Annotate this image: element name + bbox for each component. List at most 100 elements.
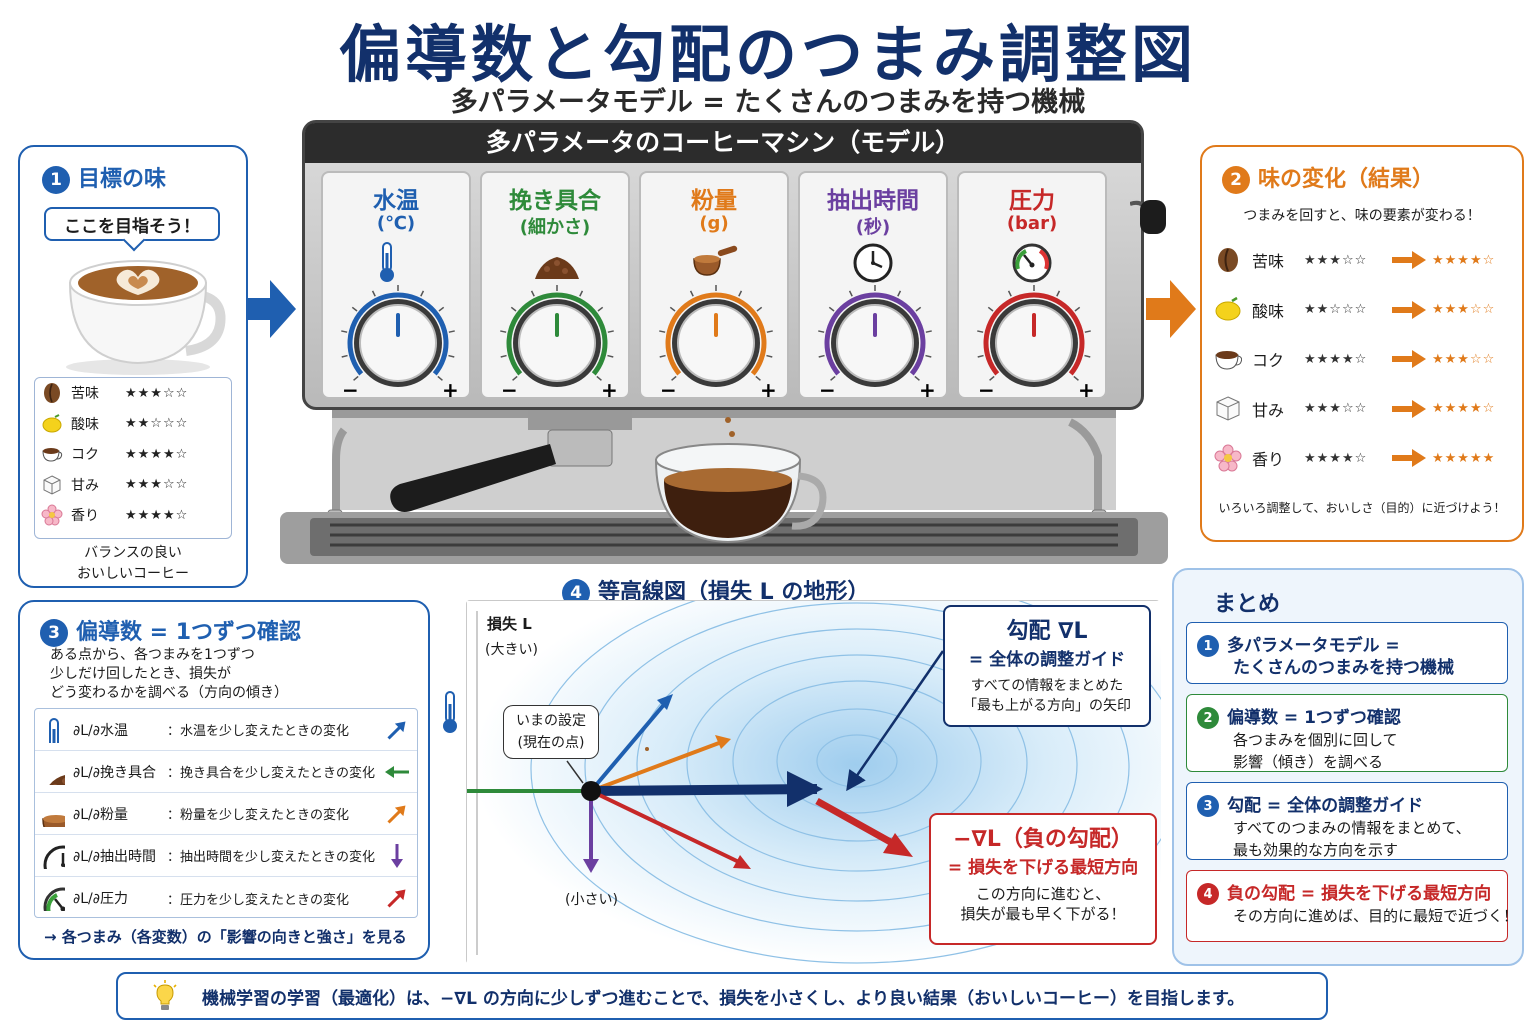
thermometer-icon <box>380 242 394 282</box>
list-item: コク ★★★★☆ <box>35 439 231 470</box>
list-item: ∂L/∂水温：水温を少し変えたときの変化 <box>35 709 417 758</box>
cup-icon <box>1215 351 1243 370</box>
list-item: コク★★★★☆★★★☆☆ <box>1214 344 1495 374</box>
list-item: 酸味★★☆☆☆★★★☆☆ <box>1214 295 1495 325</box>
plus-label: + <box>442 378 459 401</box>
partial-derivative-list: ∂L/∂水温：水温を少し変えたときの変化∂L/∂挽き具合：挽き具合を少し変えたと… <box>34 708 418 927</box>
knob-unit: (bar) <box>1006 213 1058 234</box>
list-item: 香り ★★★★☆ <box>35 500 231 531</box>
clock-icon <box>853 243 893 283</box>
list-item: 酸味 ★★☆☆☆ <box>35 409 231 440</box>
axis-top-label: 損失 L <box>487 615 532 633</box>
scoop-icon <box>693 245 738 276</box>
target-taste-note: バランスの良い おいしいコーヒー <box>77 545 189 582</box>
step-number: 1 <box>1197 635 1219 657</box>
minus-label: − <box>660 378 677 401</box>
arrow-right-icon <box>1392 449 1426 467</box>
machine-base <box>280 410 1168 564</box>
direction-arrow-icon <box>387 721 406 740</box>
list-item: ∂L/∂粉量：粉量を少し変えたときの変化 <box>35 793 417 836</box>
list-item: 苦味★★★☆☆★★★★☆ <box>1214 245 1495 275</box>
knob-unit: (℃) <box>376 213 416 234</box>
coffee-grounds-icon <box>535 257 579 279</box>
current-point-callout: いまの設定 (現在の点) <box>503 705 599 759</box>
lemon-icon <box>1215 296 1241 320</box>
step-number-2: 2 <box>1222 166 1250 194</box>
minus-label: − <box>501 378 518 401</box>
sugar-cube-icon <box>1216 395 1240 421</box>
plus-label: + <box>919 378 936 401</box>
dial-knob[interactable]: −+ <box>332 281 464 401</box>
direction-arrow-icon <box>391 844 403 868</box>
direction-arrow-icon <box>385 766 409 778</box>
page-subtitle: 多パラメータモデル = たくさんのつまみを持つ機械 <box>450 87 1086 118</box>
knob-name: 圧力 <box>1009 188 1055 214</box>
arrow-right-icon <box>1392 300 1426 319</box>
coffee-bean-icon <box>1218 248 1238 272</box>
knob-panel-4: 圧力(bar)−+ <box>957 171 1107 401</box>
scoop-icon <box>42 805 87 836</box>
dial-knob[interactable]: −+ <box>968 281 1100 401</box>
step-number: 3 <box>1197 795 1219 817</box>
dial-knob[interactable]: −+ <box>491 281 623 401</box>
machine-label: 多パラメータのコーヒーマシン（モデル） <box>305 123 1141 163</box>
coffee-bean-icon <box>44 383 60 404</box>
clock-icon <box>43 845 83 884</box>
latte-cup-icon <box>66 260 226 375</box>
flow-arrow-right-icon <box>246 280 296 338</box>
goal-speech-bubble: ここを目指そう！ <box>44 207 220 241</box>
knob-panel-0: 水温(℃)−+ <box>321 171 471 401</box>
page-title: 偏導数と勾配のつまみ調整図 <box>338 18 1197 91</box>
sugar-cube-icon <box>43 475 61 495</box>
knob-name: 挽き具合 <box>509 188 601 214</box>
axis-bottom-label: (小さい) <box>565 892 618 908</box>
espresso-cup-icon <box>654 417 827 544</box>
lemon-icon <box>42 413 62 433</box>
arrow-right-icon <box>1392 350 1426 368</box>
plus-label: + <box>760 378 777 401</box>
list-item: 甘み★★★☆☆★★★★☆ <box>1214 394 1495 424</box>
direction-arrow-icon <box>387 889 406 908</box>
axis-top-sublabel: (大きい) <box>485 642 538 658</box>
knob-unit: (g) <box>699 213 729 234</box>
direction-arrow-icon <box>387 805 406 824</box>
coffee-grounds-icon <box>43 774 87 797</box>
minus-label: − <box>978 378 995 401</box>
minus-label: − <box>342 378 359 401</box>
gradient-callout: 勾配 ∇L = 全体の調整ガイド すべての情報をまとめた 「最も上がる方向」の矢… <box>943 605 1151 727</box>
plus-label: + <box>1078 378 1095 401</box>
partial-derivative-footer: → 各つまみ（各変数）の「影響の向きと強さ」を見る <box>44 928 407 946</box>
result-footer: いろいろ調整して、おいしさ（目的）に近づけよう！ <box>1218 501 1506 515</box>
step-number-1: 1 <box>42 166 70 194</box>
knob-unit: (細かさ) <box>519 217 591 238</box>
contour-map: 損失 L (大きい) (小さい) いまの設定 (現在の点) 勾配 ∇L = 全体… <box>466 600 1161 965</box>
knob-name: 粉量 <box>691 188 737 214</box>
coffee-machine: 多パラメータのコーヒーマシン（モデル） 水温(℃)−+挽き具合(細かさ)−+粉量… <box>302 120 1144 410</box>
list-item: 苦味 ★★★☆☆ <box>35 378 231 409</box>
flow-arrow-right-icon <box>1146 280 1196 338</box>
machine-side-knob-icon <box>1130 200 1166 234</box>
target-taste-list: 苦味 ★★★☆☆ 酸味 ★★☆☆☆ コク ★★★★☆ 甘み ★★★☆☆ 香り ★… <box>34 377 232 539</box>
pressure-gauge-icon <box>43 887 83 927</box>
thermometer-icon <box>47 717 61 758</box>
flower-icon <box>1214 444 1242 472</box>
dial-knob[interactable]: −+ <box>809 281 941 401</box>
flower-icon <box>41 504 63 526</box>
knob-unit: (秒) <box>855 217 891 238</box>
dial-knob[interactable]: −+ <box>650 281 782 401</box>
plus-label: + <box>601 378 618 401</box>
list-item: ∂L/∂挽き具合：挽き具合を少し変えたときの変化 <box>35 751 417 797</box>
step-number: 2 <box>1197 707 1219 729</box>
step-number-3: 3 <box>40 619 68 647</box>
arrow-right-icon <box>1392 399 1426 418</box>
bottom-message: 機械学習の学習（最適化）は、−∇L の方向に少しずつ進むことで、損失を小さくし、… <box>116 972 1328 1020</box>
knob-panel-1: 挽き具合(細かさ)−+ <box>480 171 630 401</box>
